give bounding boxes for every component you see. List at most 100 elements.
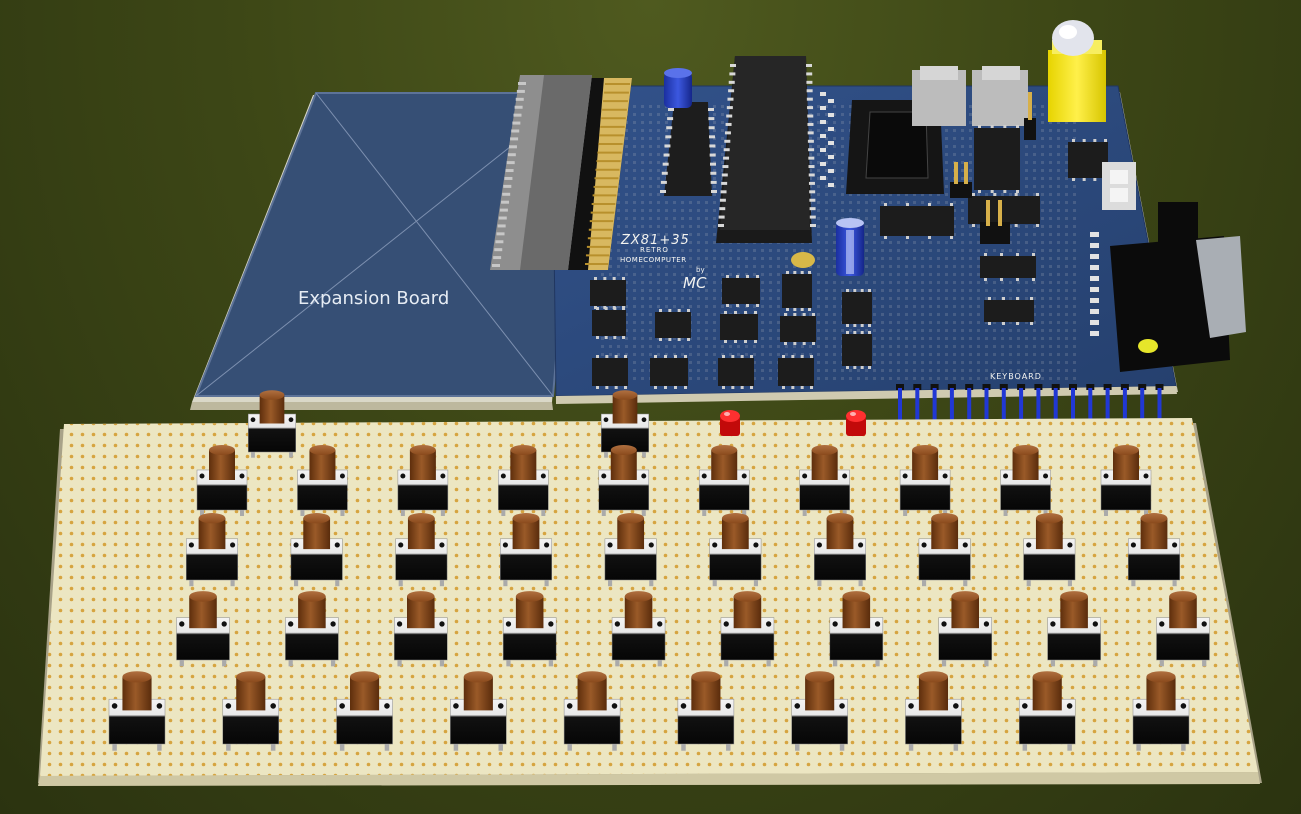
memory-pin: [663, 153, 670, 157]
memory-pin: [709, 153, 716, 157]
push-button: [905, 671, 962, 751]
reset-buttons: [912, 66, 1028, 126]
resistor: [828, 183, 834, 187]
cpu-pin: [807, 131, 814, 135]
smd-chip: [655, 309, 691, 341]
memory-pin: [665, 135, 672, 139]
push-button: [336, 671, 393, 751]
resistor: [820, 92, 826, 96]
header-pin-base: [1155, 384, 1164, 390]
header-pin: [898, 388, 902, 432]
smd-chip: [592, 355, 628, 389]
push-button: [297, 445, 348, 516]
header-pin: [967, 388, 972, 432]
header-pin-base: [1069, 384, 1077, 390]
resistor: [1090, 309, 1099, 314]
cpu-pin: [720, 190, 727, 194]
push-button: [1100, 445, 1152, 516]
cpu-pin: [806, 72, 813, 76]
cpu-pin: [809, 215, 816, 219]
memory-pin: [660, 190, 666, 193]
cpu-pin: [719, 198, 726, 202]
header-pin: [1088, 388, 1093, 432]
push-button: [498, 445, 549, 516]
smd-chip: [974, 125, 1020, 193]
socket-pin: [506, 161, 515, 165]
header-pin-base: [930, 384, 939, 390]
header-pin: [1122, 388, 1127, 432]
memory-pin: [708, 117, 715, 121]
header-pin: [984, 388, 989, 432]
socket-pin: [504, 176, 513, 180]
push-button: [285, 591, 339, 667]
memory-pin: [709, 135, 715, 139]
push-button: [677, 671, 735, 751]
memory-pin: [708, 108, 714, 111]
pcb-title: ZX81+35: [620, 233, 690, 248]
push-button: [394, 591, 448, 667]
push-button: [176, 591, 230, 667]
memory-chip: [660, 102, 717, 196]
resistor: [1090, 254, 1099, 259]
edge-connector: [565, 78, 632, 270]
smd-chip: [778, 355, 814, 389]
resistor: [828, 141, 834, 145]
smd-chip: [780, 313, 816, 345]
power-connector: [1110, 202, 1246, 372]
cpu-pin: [728, 80, 735, 84]
header-pin-base: [896, 384, 904, 390]
socket-pin: [501, 200, 510, 204]
push-button: [918, 513, 971, 587]
gold-fingers: [585, 83, 630, 265]
keyboard-buttons: [108, 390, 1210, 751]
push-button: [502, 591, 557, 667]
cpu-pin: [809, 207, 816, 211]
socket-pin: [508, 145, 517, 149]
socket-pin: [507, 153, 516, 157]
header-pin: [949, 388, 954, 432]
cpu-pin: [810, 224, 816, 227]
smd-chip: [782, 271, 812, 311]
cpu-pin: [721, 173, 728, 177]
push-button: [698, 445, 750, 516]
push-button: [450, 671, 507, 751]
header-pin-base: [1138, 384, 1147, 390]
cpu-pin: [808, 173, 815, 177]
push-button: [563, 671, 621, 751]
push-button: [611, 591, 666, 667]
cpu-pin: [726, 106, 733, 110]
expansion-board-label: Expansion Board: [298, 288, 449, 309]
memory-pin: [710, 180, 717, 184]
memory-pin: [708, 126, 715, 130]
main-pcb: ZX81+35 RETRO HOMECOMPUTER by MC KEYBOAR…: [490, 20, 1246, 432]
pcb-author: MC: [683, 274, 707, 292]
cpu-pin: [721, 181, 728, 185]
memory-pin: [667, 117, 674, 121]
cpu-pin: [807, 122, 814, 126]
resistor: [820, 134, 826, 138]
push-button: [290, 513, 343, 587]
cpu-pin: [718, 224, 724, 227]
resistor: [828, 127, 834, 131]
capacitor-top: [664, 68, 692, 108]
smd-chip: [590, 277, 626, 309]
memory-pin: [662, 162, 669, 166]
header-pin: [1157, 388, 1162, 432]
cpu-pins: [718, 64, 816, 227]
smd-chip: [842, 289, 872, 327]
expansion-socket: [490, 75, 592, 270]
socket-pin: [511, 129, 520, 133]
header-pin-base: [982, 384, 991, 390]
header-pin-base: [1086, 384, 1095, 390]
pcb-by: by: [696, 266, 705, 274]
header-pin: [1019, 388, 1024, 432]
push-button: [196, 445, 248, 516]
header-pin: [1001, 388, 1006, 432]
memory-pin: [711, 190, 717, 193]
header-pin-base: [1103, 384, 1112, 390]
header-pin-base: [1120, 384, 1129, 390]
push-button: [1128, 513, 1180, 587]
header-pin: [1105, 388, 1110, 432]
memory-pin: [709, 144, 716, 148]
